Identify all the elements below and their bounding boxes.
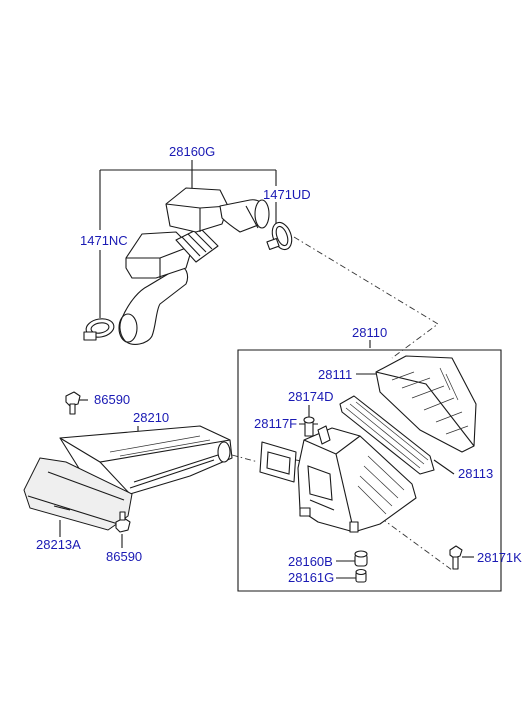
bolt-28171K — [449, 545, 463, 570]
label-86590-top: 86590 — [94, 392, 130, 407]
sensor-28174D — [303, 416, 315, 437]
label-86590-bottom: 86590 — [106, 549, 142, 564]
label-28110: 28110 — [352, 325, 387, 340]
label-28161G: 28161G — [288, 570, 334, 585]
assembly-frame — [237, 349, 502, 592]
intake-hose — [118, 187, 270, 345]
part-labels: 28160G 1471UD 1471NC 28110 28111 28174D … — [36, 144, 522, 585]
label-1471UD: 1471UD — [263, 187, 311, 202]
grommet-28160B — [354, 550, 368, 567]
label-28113: 28113 — [458, 466, 493, 481]
label-28111: 28111 — [318, 367, 352, 382]
air-cleaner-cover — [375, 355, 477, 453]
label-28171K: 28171K — [477, 550, 522, 565]
label-28174D: 28174D — [288, 389, 334, 404]
label-28117F: 28117F — [254, 416, 297, 431]
filter-plate-28117F — [259, 441, 297, 483]
label-28160B: 28160B — [288, 554, 333, 569]
label-28210: 28210 — [133, 410, 169, 425]
grommet-28161G — [355, 568, 367, 583]
label-1471NC: 1471NC — [80, 233, 128, 248]
bolt-86590-bottom — [115, 511, 131, 533]
leader-lines — [59, 160, 474, 579]
hose-clamp-1471NC — [83, 318, 115, 341]
label-28213A: 28213A — [36, 537, 81, 552]
bolt-86590-top — [65, 391, 81, 415]
air-filter-element — [339, 395, 435, 475]
air-cleaner-body — [297, 425, 417, 533]
label-28160G: 28160G — [169, 144, 215, 159]
hose-clamp-1471UD — [266, 221, 293, 251]
